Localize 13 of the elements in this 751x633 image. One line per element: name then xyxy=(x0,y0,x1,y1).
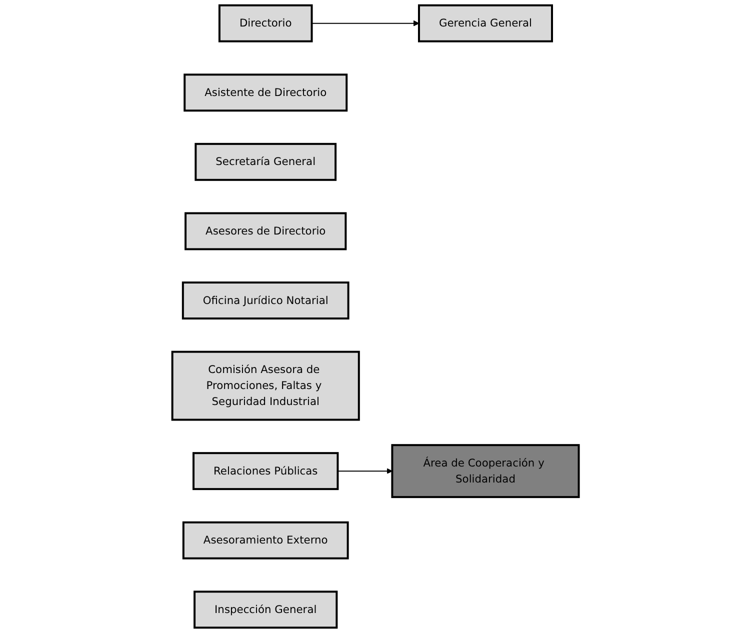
arrow xyxy=(337,468,392,474)
node-box: Secretaría General xyxy=(194,142,336,181)
node-box: Asistente de Directorio xyxy=(184,74,348,112)
node-box: Directorio xyxy=(218,4,313,42)
node-box: Relaciones Públicas xyxy=(192,452,339,490)
node-box: Comisión Asesora de Promociones, Faltas y Seguridad Industrial xyxy=(171,350,360,421)
node-box: Asesoramiento Externo xyxy=(182,521,349,560)
node-box: Oficina Jurídico Notarial xyxy=(182,282,350,320)
node-box: Área de Cooperación y Solidaridad xyxy=(391,444,580,498)
arrow xyxy=(311,20,420,26)
node-box: Asesores de Directorio xyxy=(184,212,347,250)
node-box: Inspección General xyxy=(194,590,338,629)
node-box: Gerencia General xyxy=(418,4,553,42)
